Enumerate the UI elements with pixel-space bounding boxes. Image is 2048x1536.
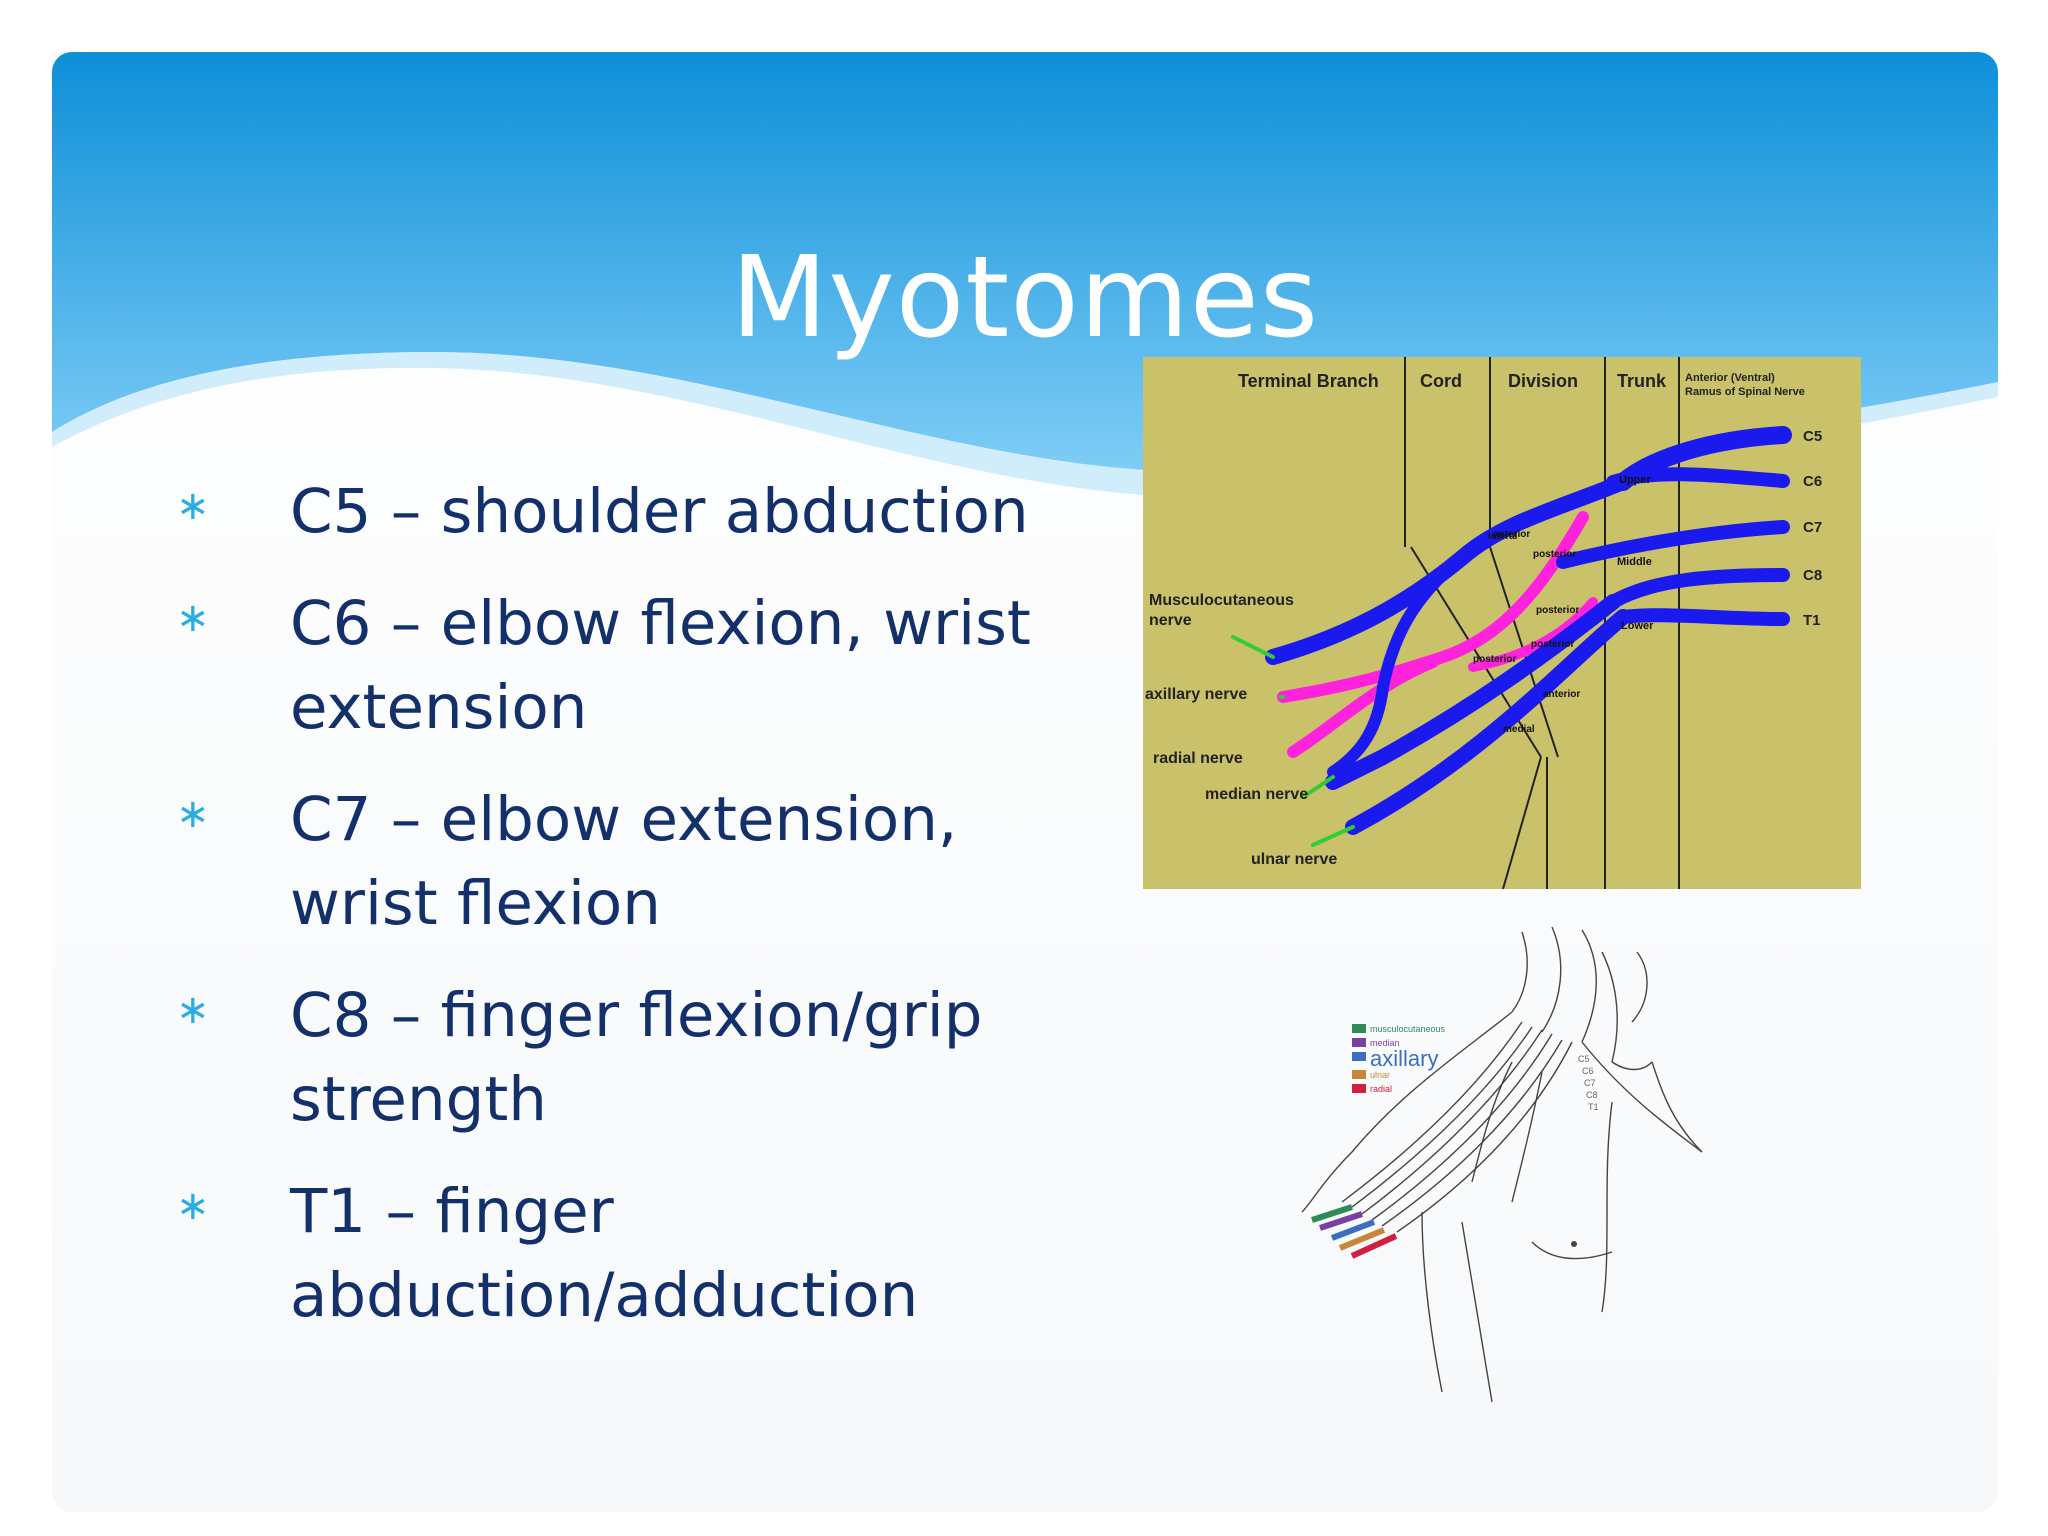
brachial-plexus-diagram: Terminal Branch Cord Division Trunk Ante… [1143,357,1861,889]
root-label: C8 [1803,567,1822,584]
slide: Myotomes ∗ C5 – shoulder abduction ∗ C6 … [52,52,1998,1512]
division-label: posterior [1533,549,1576,560]
trunk-label: Middle [1617,556,1652,568]
ramus-header-line2: Ramus of Spinal Nerve [1685,386,1805,398]
bullet-text: C6 – elbow flexion, wrist extension [290,588,1031,743]
division-label: anterior [1543,689,1580,700]
column-label: Cord [1420,371,1462,391]
cord-label: posterior [1473,654,1516,665]
nerve-label: axillary nerve [1145,686,1247,703]
nerve-label: Musculocutaneous [1149,592,1294,609]
root-label: C6 [1803,473,1822,490]
bullet-t1: ∗ T1 – finger abduction/adduction [176,1170,1076,1338]
root-label: T1 [1803,612,1821,629]
arm-nerve-sketch: musculocutaneous median axillary ulnar r… [1282,922,1722,1422]
trunk-label: Lower [1621,620,1654,632]
column-label: Division [1508,371,1578,391]
nerve-label: radial nerve [1153,750,1243,767]
bullet-c7: ∗ C7 – elbow extension, wrist flexion [176,778,1076,946]
asterisk-icon: ∗ [176,987,210,1033]
nerve-label: median nerve [1205,786,1308,803]
nerve-label: ulnar nerve [1251,851,1337,868]
ramus-header-line1: Anterior (Ventral) [1685,372,1775,384]
bullet-text: C5 – shoulder abduction [290,476,1029,547]
bullet-list: ∗ C5 – shoulder abduction ∗ C6 – elbow f… [176,470,1076,1366]
root-label: C7 [1803,519,1822,536]
trunk-label: Upper [1619,474,1652,486]
slide-title: Myotomes [730,233,1320,363]
arm-root-label: C7 [1584,1078,1596,1088]
column-label: Terminal Branch [1238,371,1379,391]
legend-item: median [1370,1038,1400,1048]
legend-item: musculocutaneous [1370,1024,1446,1034]
arm-root-label: C8 [1586,1090,1598,1100]
arm-root-label: C6 [1582,1066,1594,1076]
division-label: posterior [1536,605,1579,616]
division-label: posterior [1531,639,1574,650]
division-label: anterior [1493,529,1530,540]
bullet-text: C8 – finger flexion/grip strength [290,980,983,1135]
asterisk-icon: ∗ [176,1183,210,1229]
bullet-text: C7 – elbow extension, wrist flexion [290,784,958,939]
legend-item: ulnar [1370,1070,1390,1080]
asterisk-icon: ∗ [176,595,210,641]
arm-root-label: T1 [1588,1102,1599,1112]
legend-item: axillary [1370,1046,1438,1071]
cord-label: medial [1503,724,1535,735]
arm-root-label: C5 [1578,1054,1590,1064]
column-label: Trunk [1617,371,1667,391]
bullet-c8: ∗ C8 – finger flexion/grip strength [176,974,1076,1142]
nerve-label: nerve [1149,612,1192,629]
cord-label: lateral [1488,531,1518,542]
root-label: C5 [1803,428,1822,445]
bullet-text: T1 – finger abduction/adduction [290,1176,919,1331]
bullet-c5: ∗ C5 – shoulder abduction [176,470,1076,554]
asterisk-icon: ∗ [176,791,210,837]
legend-item: radial [1370,1084,1392,1094]
bullet-c6: ∗ C6 – elbow flexion, wrist extension [176,582,1076,750]
asterisk-icon: ∗ [176,483,210,529]
